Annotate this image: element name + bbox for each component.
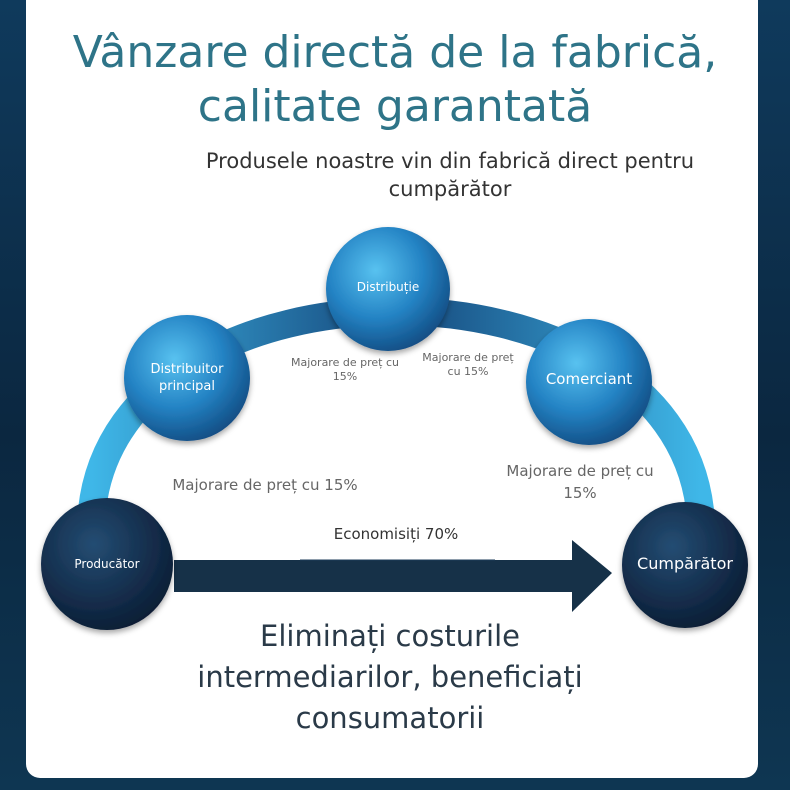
direct-arrow	[174, 540, 612, 612]
markup-producer-distributor: Majorare de preț cu 15%	[172, 476, 358, 494]
bottom-slogan: Eliminați costurile intermediarilor, ben…	[197, 619, 583, 735]
markup-distribution-retailer: Majorare de preț cu 15%	[422, 351, 514, 378]
savings-label: Economisiți 70%	[333, 525, 459, 543]
node-producer	[41, 498, 173, 630]
label-buyer: Cumpărător	[637, 553, 733, 573]
markup-distributor-distribution: Majorare de preț cu 15%	[291, 356, 399, 383]
node-main-distributor	[124, 315, 250, 441]
label-retailer: Comerciant	[545, 369, 633, 388]
label-producer: Producător	[74, 556, 140, 571]
page-subtitle: Produsele noastre vin din fabrică direct…	[205, 149, 695, 201]
page-title: Vânzare directă de la fabrică, calitate …	[72, 27, 718, 132]
markup-retailer-buyer: Majorare de preț cu 15%	[506, 462, 654, 502]
label-distribution: Distribuție	[356, 279, 420, 294]
node-retailer	[526, 319, 652, 445]
node-distribution	[326, 227, 450, 351]
label-main-distributor: Distribuitor principal	[150, 362, 224, 394]
node-buyer	[622, 502, 748, 628]
